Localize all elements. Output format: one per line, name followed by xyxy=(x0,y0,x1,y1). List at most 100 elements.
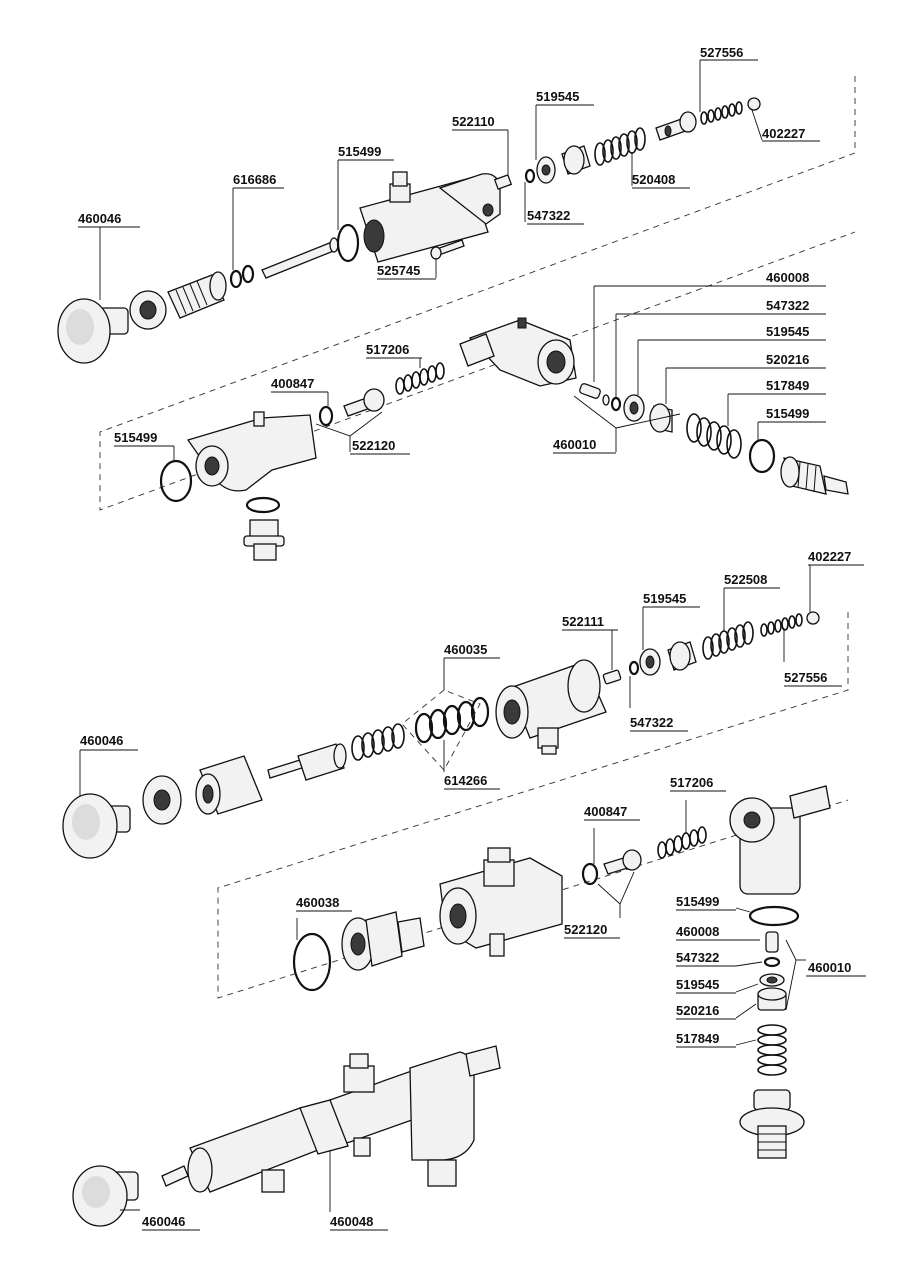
spring-517849-b xyxy=(757,1024,787,1076)
spring-517849-a xyxy=(686,413,742,459)
label-520408: 520408 xyxy=(632,172,675,187)
label-522508: 522508 xyxy=(724,572,767,587)
bottom-fitting-b xyxy=(243,519,285,561)
label-527556-b: 527556 xyxy=(784,670,827,685)
threaded-fitting-a xyxy=(167,271,227,319)
label-515499-b: 515499 xyxy=(114,430,157,445)
elbow-housing-b xyxy=(459,317,577,387)
end-fitting-b xyxy=(780,456,849,495)
valve-522120-a xyxy=(343,388,385,417)
cylinder-body-b xyxy=(495,659,607,755)
label-522120-a: 522120 xyxy=(352,438,395,453)
pin-460008-a xyxy=(579,383,601,399)
o-ring-515499-d xyxy=(748,905,800,927)
housing-left-b xyxy=(186,411,317,492)
label-522110: 522110 xyxy=(452,114,495,129)
label-547322-b: 547322 xyxy=(766,298,809,313)
washer-547322-c xyxy=(628,660,640,676)
main-body-460048 xyxy=(187,1045,501,1193)
label-527556-a: 527556 xyxy=(700,45,743,60)
assembly-1 xyxy=(57,97,761,364)
base-fitting-d xyxy=(739,1089,805,1159)
dashed-enclosure-1 xyxy=(99,76,856,511)
leaders-1 xyxy=(99,60,763,300)
label-460046-c: 460046 xyxy=(142,1214,185,1229)
label-460046-b: 460046 xyxy=(80,733,123,748)
washer-547322-a xyxy=(524,168,536,184)
label-517849-b: 517849 xyxy=(676,1031,719,1046)
gasket-400847-b xyxy=(581,862,599,886)
label-460008-a: 460008 xyxy=(766,270,809,285)
label-515499-c: 515499 xyxy=(766,406,809,421)
leaders-5 xyxy=(120,1150,331,1212)
gasket-400847-a xyxy=(318,405,334,427)
label-547322-a: 547322 xyxy=(527,208,570,223)
label-400847-a: 400847 xyxy=(271,376,314,391)
cup-520216-b xyxy=(757,987,787,1011)
ball-402227-a xyxy=(747,97,761,111)
spring-520408 xyxy=(594,127,646,166)
knob-460046-a xyxy=(57,298,129,364)
valve-head-c xyxy=(667,641,697,671)
label-522111: 522111 xyxy=(562,614,604,629)
label-522120-b: 522120 xyxy=(564,922,607,937)
assembly-2 xyxy=(159,317,849,561)
knob-460046-c xyxy=(72,1165,139,1227)
label-400847-b: 400847 xyxy=(584,804,627,819)
label-525745: 525745 xyxy=(377,263,420,278)
plunger-b xyxy=(267,743,347,781)
master-cylinder-body-a xyxy=(359,171,501,263)
assembly-3 xyxy=(62,611,820,859)
washer-519545-a xyxy=(536,156,556,184)
label-460010-b: 460010 xyxy=(808,960,851,975)
bolt-525745 xyxy=(430,239,465,260)
hex-fitting-b xyxy=(195,755,263,815)
spring-set-460035 xyxy=(351,723,405,761)
o-ring-515499-b xyxy=(159,459,193,503)
nut-b xyxy=(142,775,182,825)
label-402227-b: 402227 xyxy=(808,549,851,564)
label-519545-b: 519545 xyxy=(766,324,809,339)
ball-402227-b xyxy=(806,611,820,625)
label-460008-b: 460008 xyxy=(676,924,719,939)
label-460010-a: 460010 xyxy=(553,437,596,452)
label-547322-c: 547322 xyxy=(630,715,673,730)
seat-519545-d xyxy=(759,973,785,987)
o-ring-515499-a xyxy=(336,223,360,263)
valve-522120-b xyxy=(603,849,642,875)
cup-520216-a xyxy=(649,403,673,433)
label-517849-a: 517849 xyxy=(766,378,809,393)
pin-522110 xyxy=(493,174,513,190)
assembly-4 xyxy=(292,785,831,1159)
rings-614266 xyxy=(414,696,490,744)
pin-tip xyxy=(602,394,610,406)
label-460048: 460048 xyxy=(330,1214,373,1229)
pin-460008-b xyxy=(765,931,779,953)
label-547322-d: 547322 xyxy=(676,950,719,965)
tip-e xyxy=(161,1165,189,1187)
washer-547322-d xyxy=(763,956,781,968)
o-ring-515499-c xyxy=(748,438,776,474)
spring-527556-b xyxy=(760,613,803,637)
label-517206-a: 517206 xyxy=(366,342,409,357)
label-515499-a: 515499 xyxy=(338,144,381,159)
leaders-3 xyxy=(79,565,811,796)
label-460038: 460038 xyxy=(296,895,339,910)
knob-460046-b xyxy=(62,793,131,859)
nut-a xyxy=(129,290,167,330)
ring-616686-a xyxy=(229,269,243,289)
leaders-2 xyxy=(173,286,759,460)
leaders-4 xyxy=(296,800,806,1046)
label-460046-a: 460046 xyxy=(78,211,121,226)
gasket-under-housing xyxy=(245,496,281,514)
label-402227-a: 402227 xyxy=(762,126,805,141)
seat-519545-b xyxy=(623,394,645,422)
ring-460038 xyxy=(292,932,332,992)
fitting-d xyxy=(341,911,425,971)
label-520216-a: 520216 xyxy=(766,352,809,367)
tee-body-d xyxy=(439,847,563,957)
label-519545-a: 519545 xyxy=(536,89,579,104)
label-460035: 460035 xyxy=(444,642,487,657)
spring-527556-a xyxy=(700,101,743,125)
